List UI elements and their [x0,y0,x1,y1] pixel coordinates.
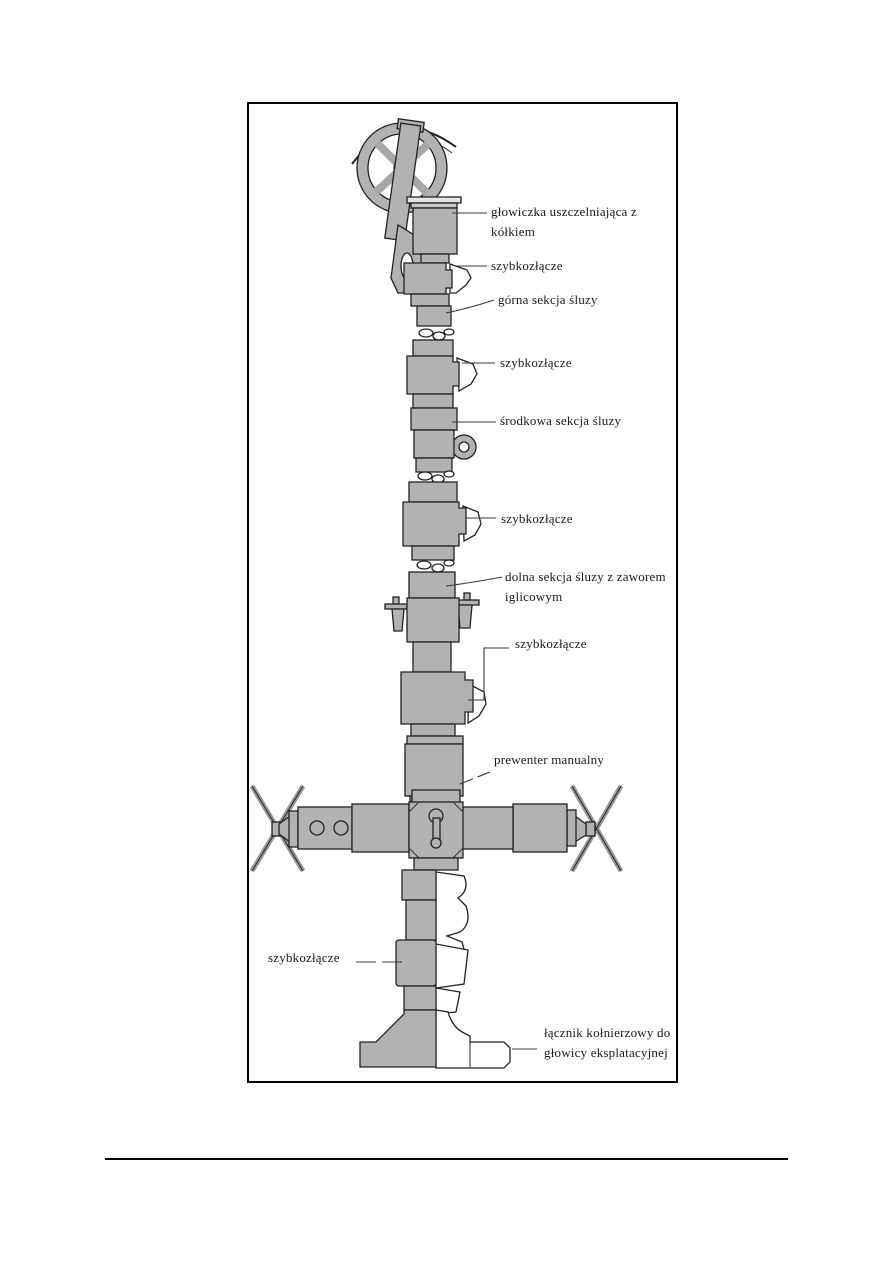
part-lower-column [395,869,469,1015]
part-quick-coupling-2 [406,339,478,409]
part-lower-sluice [384,571,480,673]
part-quick-coupling-4 [400,671,487,737]
label-quick-coupling-2: szybkozłącze [500,355,572,370]
label-upper-sluice-section: górna sekcja śluzy [498,292,598,307]
label-sealing-head: głowiczka uszczelniająca z kółkiem [491,204,637,239]
part-flange-connector [359,1009,511,1069]
label-middle-sluice-section: środkowa sekcja śluzy [500,413,622,428]
label-flange-connector: łącznik kołnierzowy do głowicy eksplatac… [544,1025,671,1060]
leader-lines [356,212,537,1050]
part-middle-sluice [410,407,477,484]
label-quick-coupling-1: szybkozłącze [491,258,563,273]
label-manual-preventer: prewenter manualny [494,752,605,767]
part-cross-tree [249,784,624,873]
part-quick-coupling-3 [402,481,482,573]
label-quick-coupling-4: szybkozłącze [515,636,587,651]
label-lower-sluice-section: dolna sekcja śluzy z zaworem iglicowym [505,569,666,604]
part-upper-sluice [416,305,455,341]
label-quick-coupling-5: szybkozłącze [268,950,340,965]
part-quick-coupling-1 [403,262,472,307]
part-sealing-head [406,196,462,264]
label-quick-coupling-3: szybkozłącze [501,511,573,526]
